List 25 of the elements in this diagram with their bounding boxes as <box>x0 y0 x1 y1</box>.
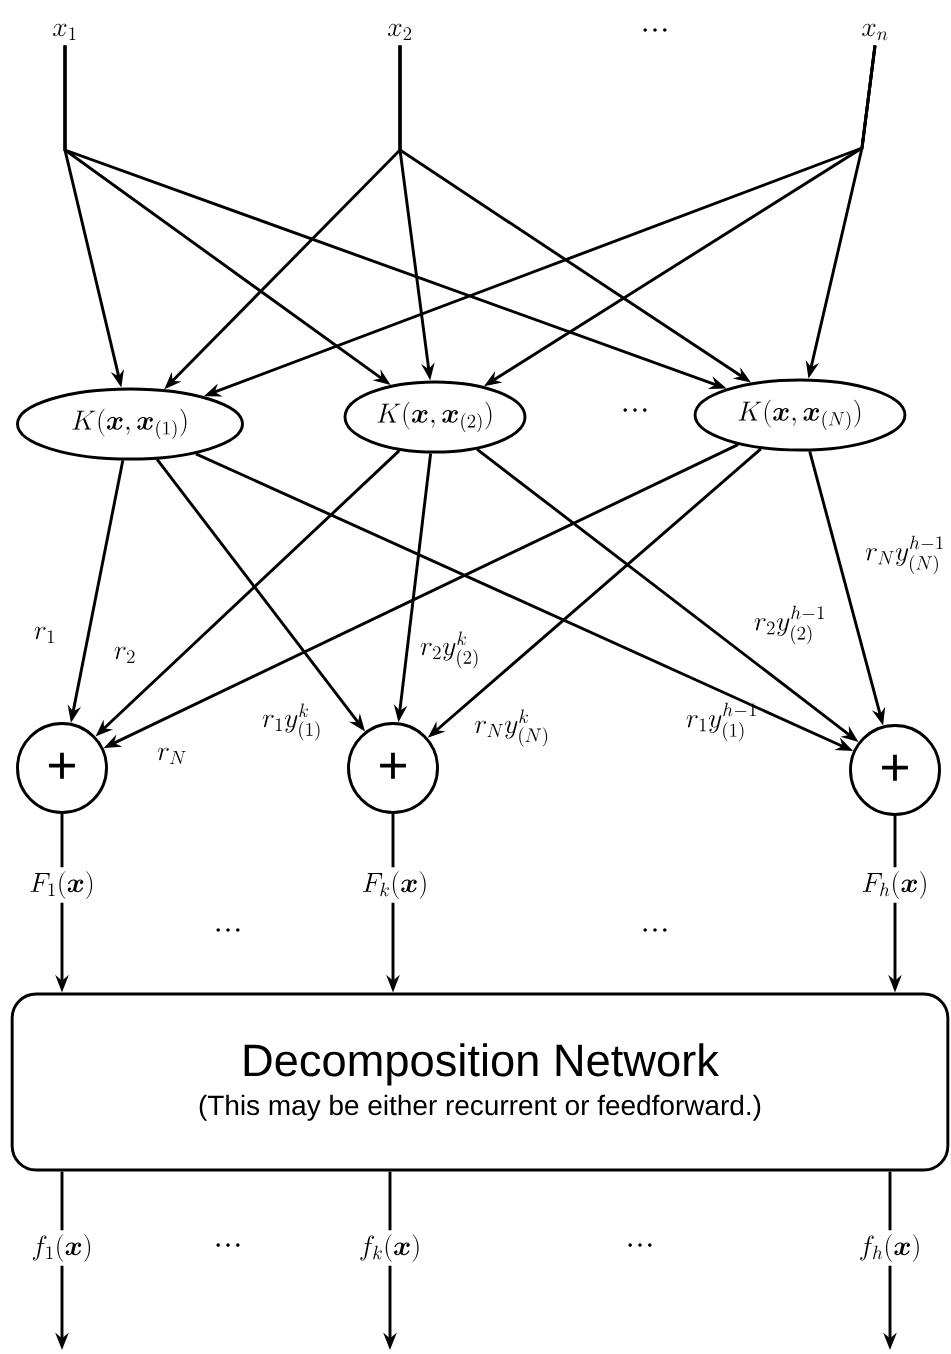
edge-label: $F_h(\boldsymbol{x})$ <box>857 867 933 903</box>
edge-label: $f_h(\boldsymbol{x})$ <box>854 1230 926 1266</box>
edge-label: $r_N$ <box>157 747 186 764</box>
edge-label: $r_2y^{h-1}_{(2)}$ <box>754 605 824 645</box>
edge-label: $r_1$ <box>34 626 54 644</box>
ellipsis: … <box>623 408 647 412</box>
edge-label: $r_1y^k_{(1)}$ <box>262 703 320 741</box>
edge-label: $F_k(\boldsymbol{x})$ <box>357 867 433 903</box>
ellipsis: … <box>216 1243 240 1247</box>
ellipsis: … <box>643 928 667 932</box>
input-variable: $x_2$ <box>388 23 412 41</box>
input-variable: $x_1$ <box>53 23 76 41</box>
input-variable: $x_n$ <box>862 23 888 41</box>
edge-label: $F_1(\boldsymbol{x})$ <box>25 867 99 903</box>
edge-label: $r_Ny^{h-1}_{(N)}$ <box>865 535 943 575</box>
edge-label: $r_Ny^k_{(N)}$ <box>475 709 548 747</box>
edge-label: $r_2y^k_{(2)}$ <box>420 631 478 669</box>
ellipsis: … <box>216 928 240 932</box>
edge-label: $f_k(\boldsymbol{x})$ <box>354 1230 426 1266</box>
edge-label: $f_1(\boldsymbol{x})$ <box>27 1230 97 1266</box>
edge-label: $r_2$ <box>114 646 135 663</box>
ellipsis: … <box>643 28 667 32</box>
edge-label: $r_1y^{h-1}_{(1)}$ <box>686 702 756 742</box>
network-box: Decomposition Network (This may be either recurrent or feedforward.) <box>10 992 950 1172</box>
ellipsis: … <box>628 1243 652 1247</box>
